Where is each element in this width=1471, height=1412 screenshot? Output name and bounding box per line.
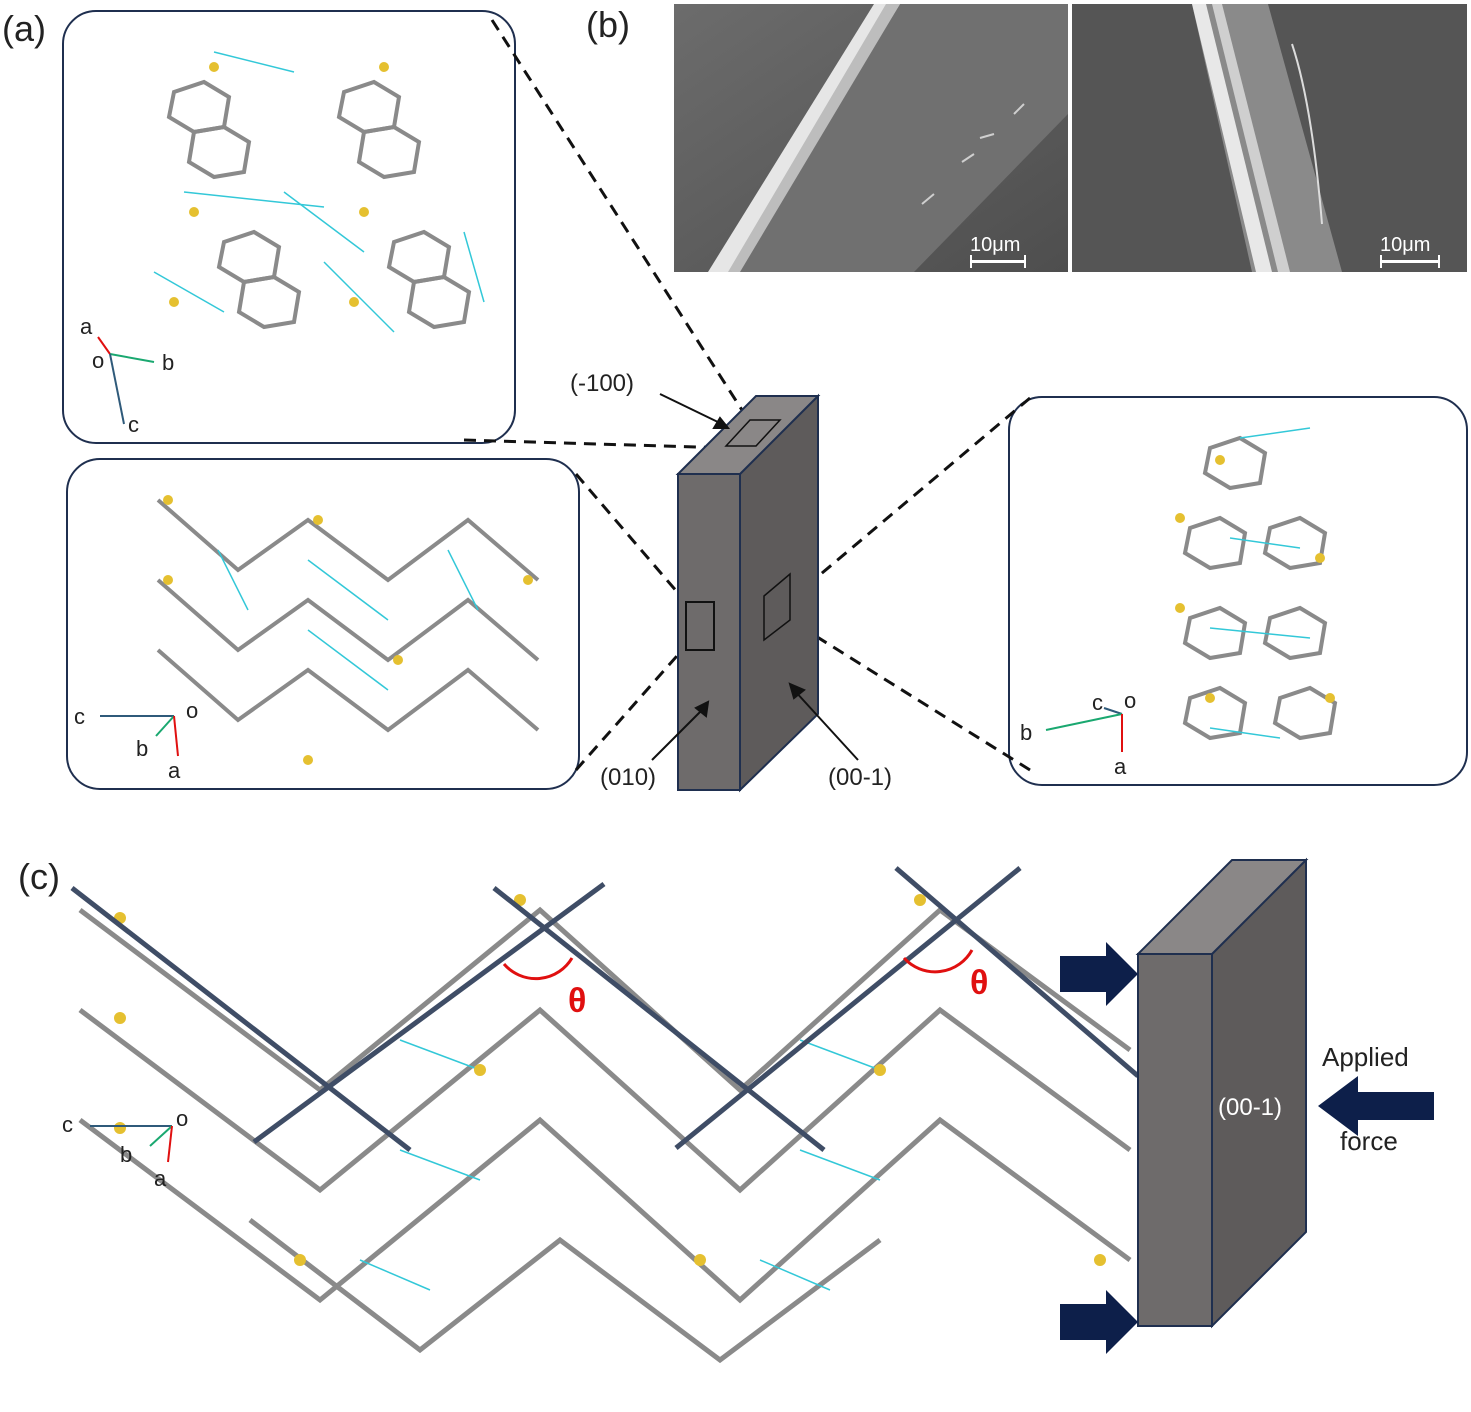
angle-label-2: θ [970, 964, 989, 1002]
axis-triad-top [97, 336, 155, 425]
sem-image-left: 10μm [674, 4, 1068, 272]
panel-c-diagram [70, 857, 1434, 1364]
axis-label-c: c [1092, 690, 1103, 715]
crystal-face-label-c: (00-1) [1218, 1094, 1283, 1121]
crystal-diagram [463, 19, 1031, 793]
axis-triad-right [1045, 707, 1123, 752]
face-label-top: (-100) [570, 370, 635, 397]
sulfur-atoms [114, 894, 1106, 1266]
scale-label-right: 10μm [1380, 234, 1431, 256]
scale-bar-left: 10μm [970, 234, 1026, 268]
panel-label-b: (b) [586, 4, 630, 45]
force-arrows [1060, 942, 1434, 1354]
molecule-packing-top [97, 51, 485, 425]
axis-label-c: c [62, 1112, 73, 1137]
molecule-packing-bottom [100, 495, 540, 765]
axis-label-b: b [162, 350, 175, 375]
scale-label-left: 10μm [970, 234, 1021, 256]
panel-label-c: (c) [18, 856, 60, 897]
angle-arcs [502, 949, 974, 981]
axis-label-c: c [74, 704, 85, 729]
face-label-right: (00-1) [828, 764, 893, 791]
axis-label-a: a [168, 758, 181, 783]
axis-label-o: o [186, 698, 199, 723]
inset-packing-bottom: c o b a [66, 458, 580, 790]
axis-label-c: c [128, 412, 139, 437]
inset-packing-right: c o b a [1008, 396, 1468, 786]
angle-label-1: θ [568, 982, 587, 1020]
scale-bar-right: 10μm [1380, 234, 1440, 268]
axis-label-a: a [154, 1166, 167, 1191]
sem-crystal-left [674, 4, 1068, 272]
axis-label-o: o [1124, 688, 1137, 713]
crystal-block-c [1135, 857, 1309, 1329]
axis-label-a: a [1114, 754, 1127, 779]
axis-label-o: o [176, 1106, 189, 1131]
axis-label-b: b [120, 1142, 133, 1167]
sem-image-right: 10μm [1072, 4, 1467, 272]
applied-force-label-1: Applied [1322, 1042, 1409, 1072]
contact-lines [359, 1039, 881, 1291]
panel-label-a: (a) [2, 8, 46, 49]
inset-packing-top: a o b c [62, 10, 516, 444]
molecule-packing-right [1045, 427, 1338, 752]
applied-force-label-2: force [1340, 1126, 1398, 1156]
leader-lines [463, 19, 1031, 772]
face-pointers [651, 393, 859, 761]
axis-label-o: o [92, 348, 105, 373]
plane-lines [70, 866, 1140, 1152]
sem-crystal-right [1072, 4, 1467, 272]
axis-label-a: a [80, 314, 93, 339]
face-label-left: (010) [600, 764, 657, 791]
axis-triad-c [90, 1125, 173, 1163]
crystal-block [675, 393, 821, 793]
axis-triad-bottom [100, 715, 179, 757]
axis-label-b: b [1020, 720, 1033, 745]
axis-label-b: b [136, 736, 149, 761]
